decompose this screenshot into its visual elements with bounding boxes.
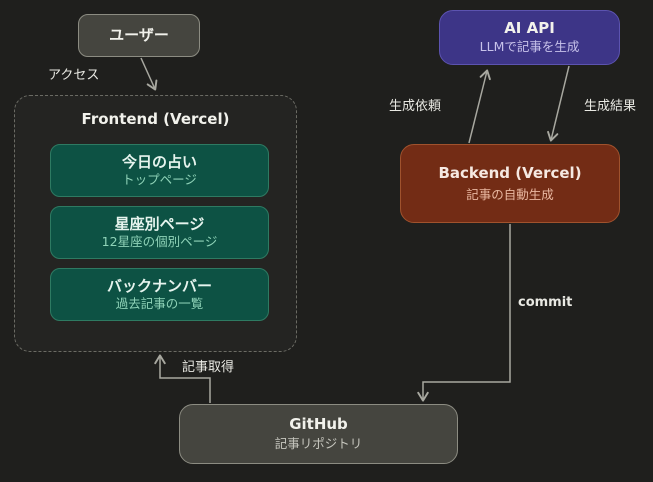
frontend-page-today-title: 今日の占い [121,152,197,171]
backend-node-subtitle: 記事の自動生成 [466,186,554,202]
edge-label-generate-request: 生成依頼 [389,99,442,114]
frontend-page-backnumber-subtitle: 過去記事の一覧 [115,295,204,311]
user-node: ユーザー [78,14,200,57]
frontend-page-zodiac-subtitle: 12星座の個別ページ [101,233,218,249]
user-node-title: ユーザー [109,25,169,44]
edge-user-to-frontend [140,57,158,91]
edge-backend-to-github [417,224,511,402]
edge-label-commit: commit [518,295,573,310]
frontend-page-backnumber: バックナンバー 過去記事の一覧 [50,268,269,321]
edge-label-generate-result: 生成結果 [584,99,637,114]
edge-label-fetch-articles: 記事取得 [182,360,235,375]
frontend-page-today: 今日の占い トップページ [50,144,269,197]
ai-api-node: AI API LLMで記事を生成 [439,10,620,65]
backend-node-title: Backend (Vercel) [438,163,582,182]
frontend-container: Frontend (Vercel) 今日の占い トップページ 星座別ページ 12… [14,95,297,352]
frontend-title: Frontend (Vercel) [81,110,230,128]
frontend-page-zodiac-title: 星座別ページ [114,214,205,233]
backend-node: Backend (Vercel) 記事の自動生成 [400,144,620,223]
ai-api-node-subtitle: LLMで記事を生成 [479,39,580,55]
edge-aiapi-to-backend [547,65,570,142]
ai-api-node-title: AI API [504,19,555,38]
github-node: GitHub 記事リポジトリ [179,404,458,464]
frontend-page-zodiac: 星座別ページ 12星座の個別ページ [50,206,269,259]
github-node-subtitle: 記事リポジトリ [274,436,363,452]
edge-backend-to-aiapi [468,69,491,144]
github-node-title: GitHub [289,415,348,434]
edge-label-access: アクセス [48,68,100,83]
frontend-page-backnumber-title: バックナンバー [106,276,212,295]
frontend-page-today-subtitle: トップページ [122,171,197,187]
